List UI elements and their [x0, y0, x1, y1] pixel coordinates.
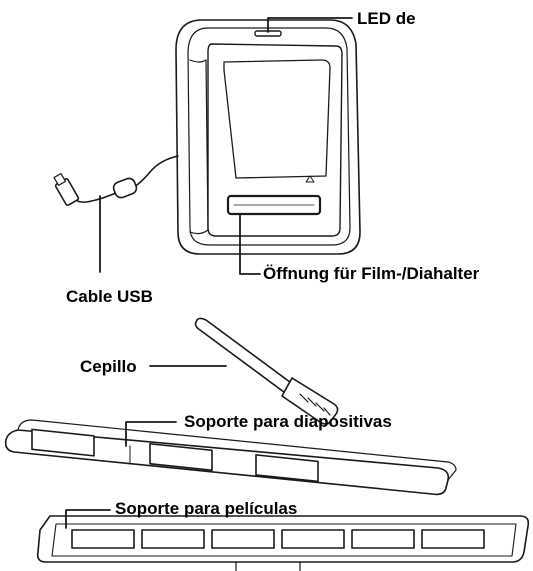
opening-leader: [239, 213, 261, 275]
brush-bristles-1: [299, 393, 309, 403]
film-holder-inner: [51, 523, 517, 557]
brush: [194, 317, 339, 425]
slide-holder-leader: [125, 421, 177, 447]
slide-holder-top-face: [17, 419, 457, 481]
led-label: LED de: [357, 9, 416, 28]
film-frame-1: [71, 529, 135, 549]
led-leader: [267, 17, 353, 33]
leader-lines: [65, 17, 353, 529]
film-frame-4: [281, 529, 345, 549]
film-holder-label: Soporte para películas: [115, 499, 298, 518]
film-holder: [36, 515, 530, 571]
usb-cable: [53, 155, 179, 206]
film-frame-2: [141, 529, 205, 549]
brush-label: Cepillo: [80, 357, 137, 376]
brush-bristles-2: [307, 397, 317, 407]
scanner-device: [175, 19, 361, 255]
slide-window-1: [31, 428, 95, 457]
scanner-window: [223, 59, 331, 179]
slide-holder: [4, 419, 457, 496]
film-frame-3: [211, 529, 275, 549]
film-frame-5: [351, 529, 415, 549]
brush-head: [281, 377, 339, 425]
usb-cable-wire: [131, 155, 179, 189]
film-holder-leader: [65, 509, 111, 529]
usb-cable-label: Cable USB: [66, 287, 153, 306]
scanner-front-bezel: [207, 43, 343, 237]
scanner-side-panel: [189, 59, 209, 235]
usb-ferrite-core: [112, 177, 138, 199]
slide-holder-label: Soporte para diapositivas: [184, 412, 392, 431]
slide-window-2: [149, 442, 213, 472]
film-frame-6: [421, 529, 485, 549]
scanner-body: [175, 19, 361, 255]
slide-holder-frame: [4, 429, 450, 496]
brush-bristles-4: [323, 407, 331, 416]
brush-bristles-3: [315, 402, 325, 412]
usb-plug-tip: [53, 172, 67, 186]
scanner-body-inner-edge: [187, 27, 351, 246]
slide-window-3: [255, 454, 319, 483]
insert-arrow-icon: [305, 175, 315, 183]
holder-opening-label: Öffnung für Film-/Diahalter: [263, 264, 480, 283]
